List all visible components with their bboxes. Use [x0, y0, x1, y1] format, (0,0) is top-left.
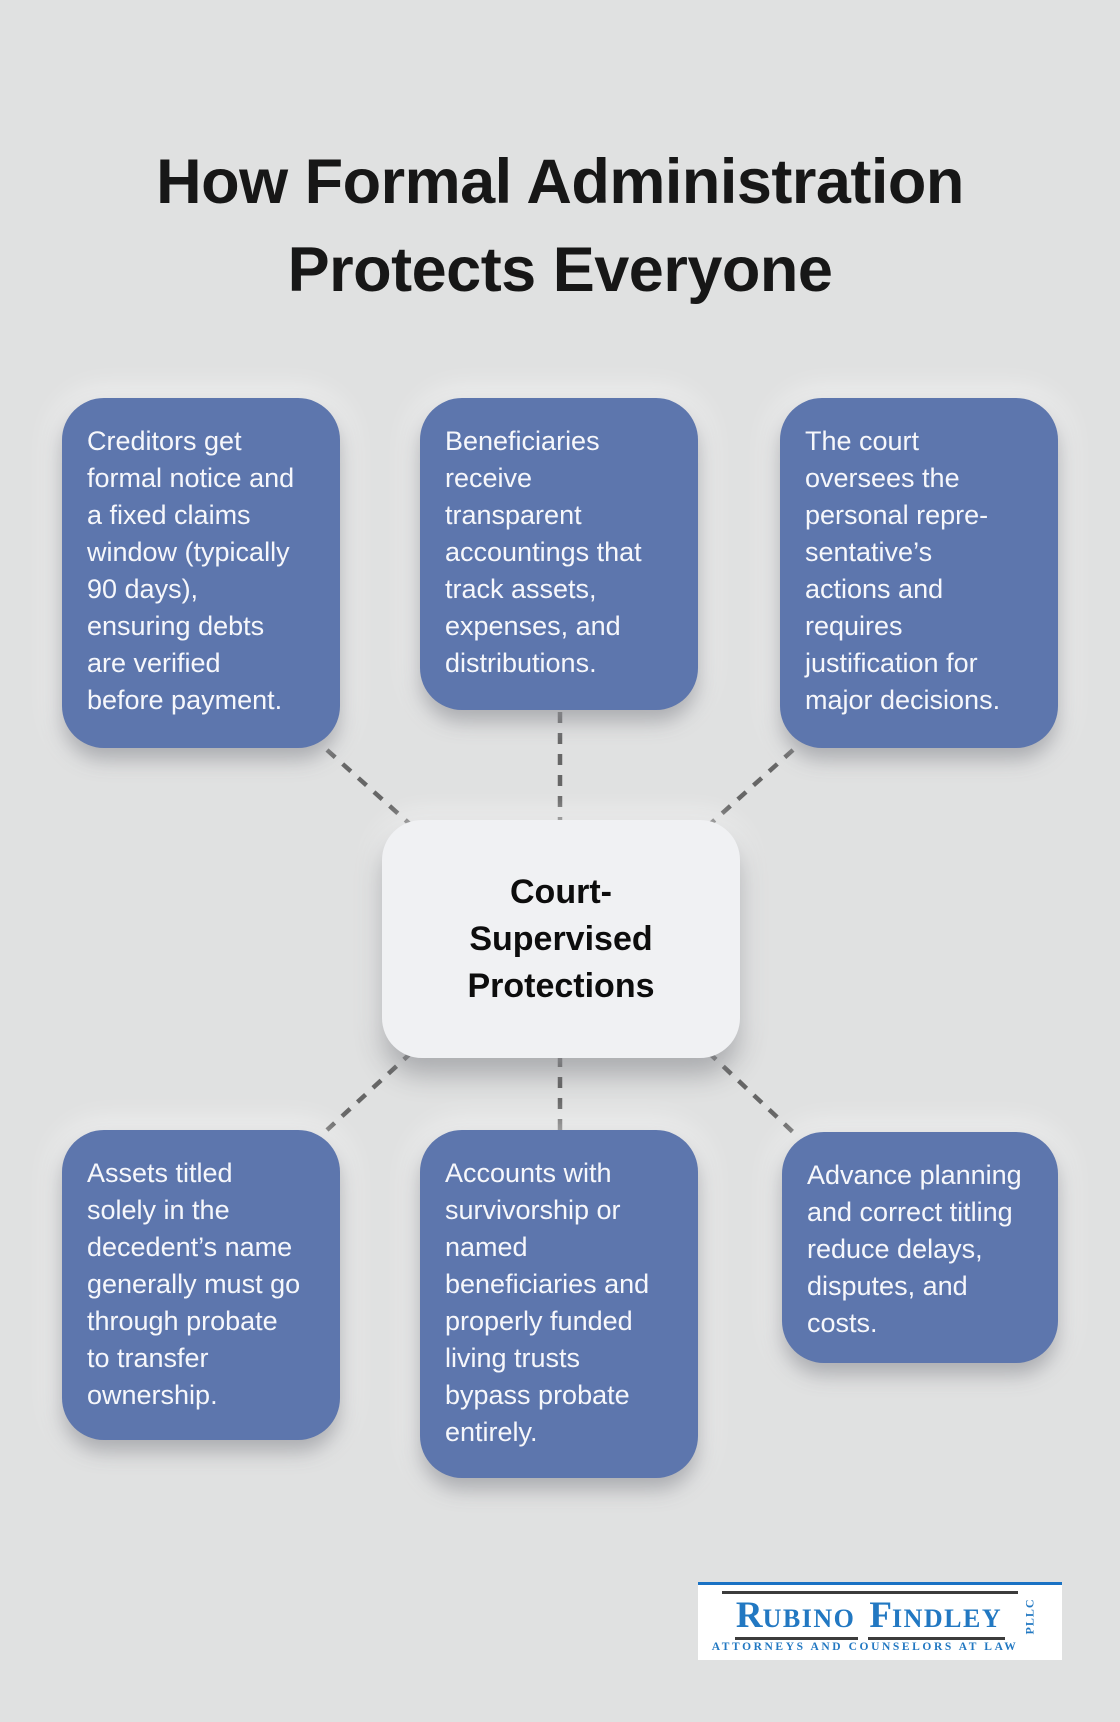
logo-rest-indley: INDLEY: [891, 1604, 1003, 1633]
logo-tagline: ATTORNEYS AND COUNSELORS AT LAW: [711, 1641, 1019, 1653]
logo-rest-ubino: UBINO: [762, 1604, 856, 1633]
connector-bottom-right: [706, 1050, 797, 1136]
central-node-court-supervised-protections: Court- Supervised Protections: [382, 820, 740, 1058]
benefit-node-accounts-bypass: Accounts with survivorship or named bene…: [420, 1130, 698, 1478]
page-title: How Formal Administration Protects Every…: [156, 147, 964, 306]
logo-word-findley: FINDLEY: [868, 1595, 1006, 1640]
benefit-node-creditors-notice: Creditors get formal notice and a fixed …: [62, 398, 340, 748]
benefit-node-assets-probate: Assets titled solely in the decedent’s n…: [62, 1130, 340, 1440]
logo-pllc-suffix: PLLC: [1022, 1598, 1037, 1635]
connector-bottom-left: [325, 1050, 414, 1132]
logo-initial-f: F: [869, 1595, 892, 1636]
benefit-node-beneficiaries-accountings: Beneficiaries receive transparent accoun…: [420, 398, 698, 710]
connector-top-left: [325, 748, 414, 828]
benefit-node-court-oversight: The court oversees the personal repre- s…: [780, 398, 1058, 748]
connector-top-right: [706, 748, 795, 828]
logo-word-rubino: RUBINO: [734, 1595, 859, 1640]
benefit-node-advance-planning: Advance planning and correct titling red…: [782, 1132, 1058, 1363]
logo-initial-r: R: [735, 1595, 763, 1636]
logo-top-rule: [722, 1591, 1018, 1594]
